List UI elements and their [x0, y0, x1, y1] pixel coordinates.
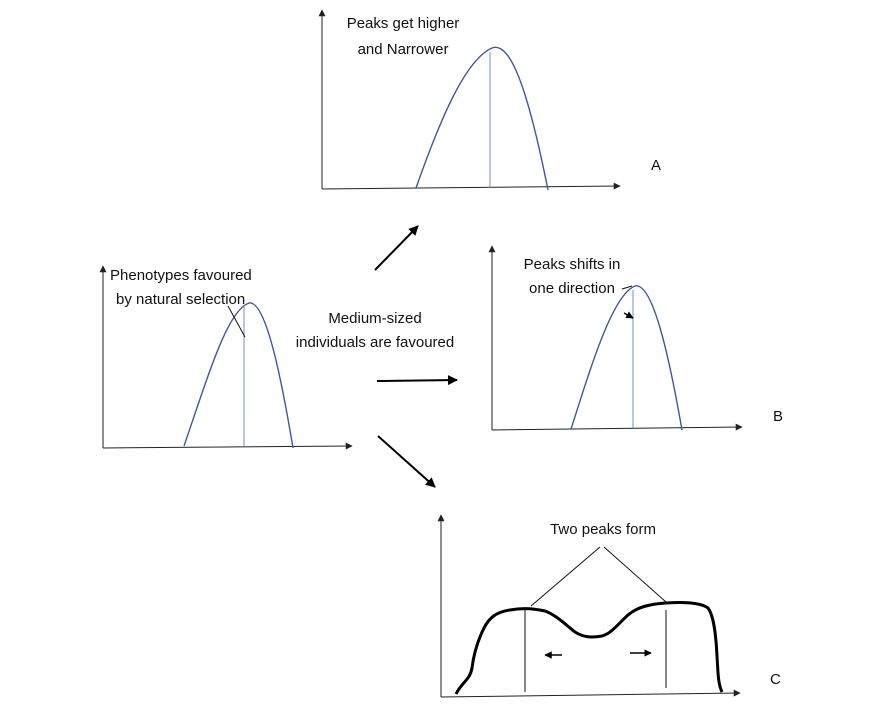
b-shift-arrow [623, 311, 634, 319]
a-bell-curve [415, 46, 549, 191]
arrow-to-b [376, 375, 458, 386]
c-pointer-left [530, 546, 601, 607]
start-x-axis [102, 442, 353, 450]
c-pointer-right [603, 546, 667, 603]
middle-label-line1: Medium-sized [328, 310, 421, 327]
start-label-line1: Phenotypes favoured [110, 267, 252, 284]
c-title: Two peaks form [550, 521, 656, 538]
start-bell-curve [183, 302, 294, 449]
start-label-line2: by natural selection [116, 291, 245, 308]
c-x-axis [440, 689, 741, 698]
arrow-to-a [374, 225, 419, 271]
a-x-axis [321, 182, 621, 190]
b-x-axis [491, 423, 743, 431]
b-label-line1: Peaks shifts in [524, 256, 621, 273]
arrow-to-c [377, 435, 436, 488]
b-bell-curve [570, 285, 683, 431]
graph-b: Peaks shifts in one direction B [488, 245, 783, 431]
middle-label: Medium-sized individuals are favoured [296, 310, 454, 351]
c-letter: C [770, 671, 781, 688]
b-pointer-line [621, 285, 633, 290]
graph-c: Two peaks form C [437, 514, 781, 698]
a-letter: A [651, 157, 661, 174]
graph-a: Peaks get higher and Narrower A [318, 9, 661, 191]
c-bimodal-curve [454, 601, 724, 695]
a-label-line2: and Narrower [358, 41, 449, 58]
start-graph: Phenotypes favoured by natural selection [99, 265, 353, 450]
middle-label-line2: individuals are favoured [296, 334, 454, 351]
b-letter: B [773, 408, 783, 425]
b-label-line2: one direction [529, 280, 615, 297]
a-label-line1: Peaks get higher [347, 15, 460, 32]
start-pointer-line [227, 305, 246, 338]
